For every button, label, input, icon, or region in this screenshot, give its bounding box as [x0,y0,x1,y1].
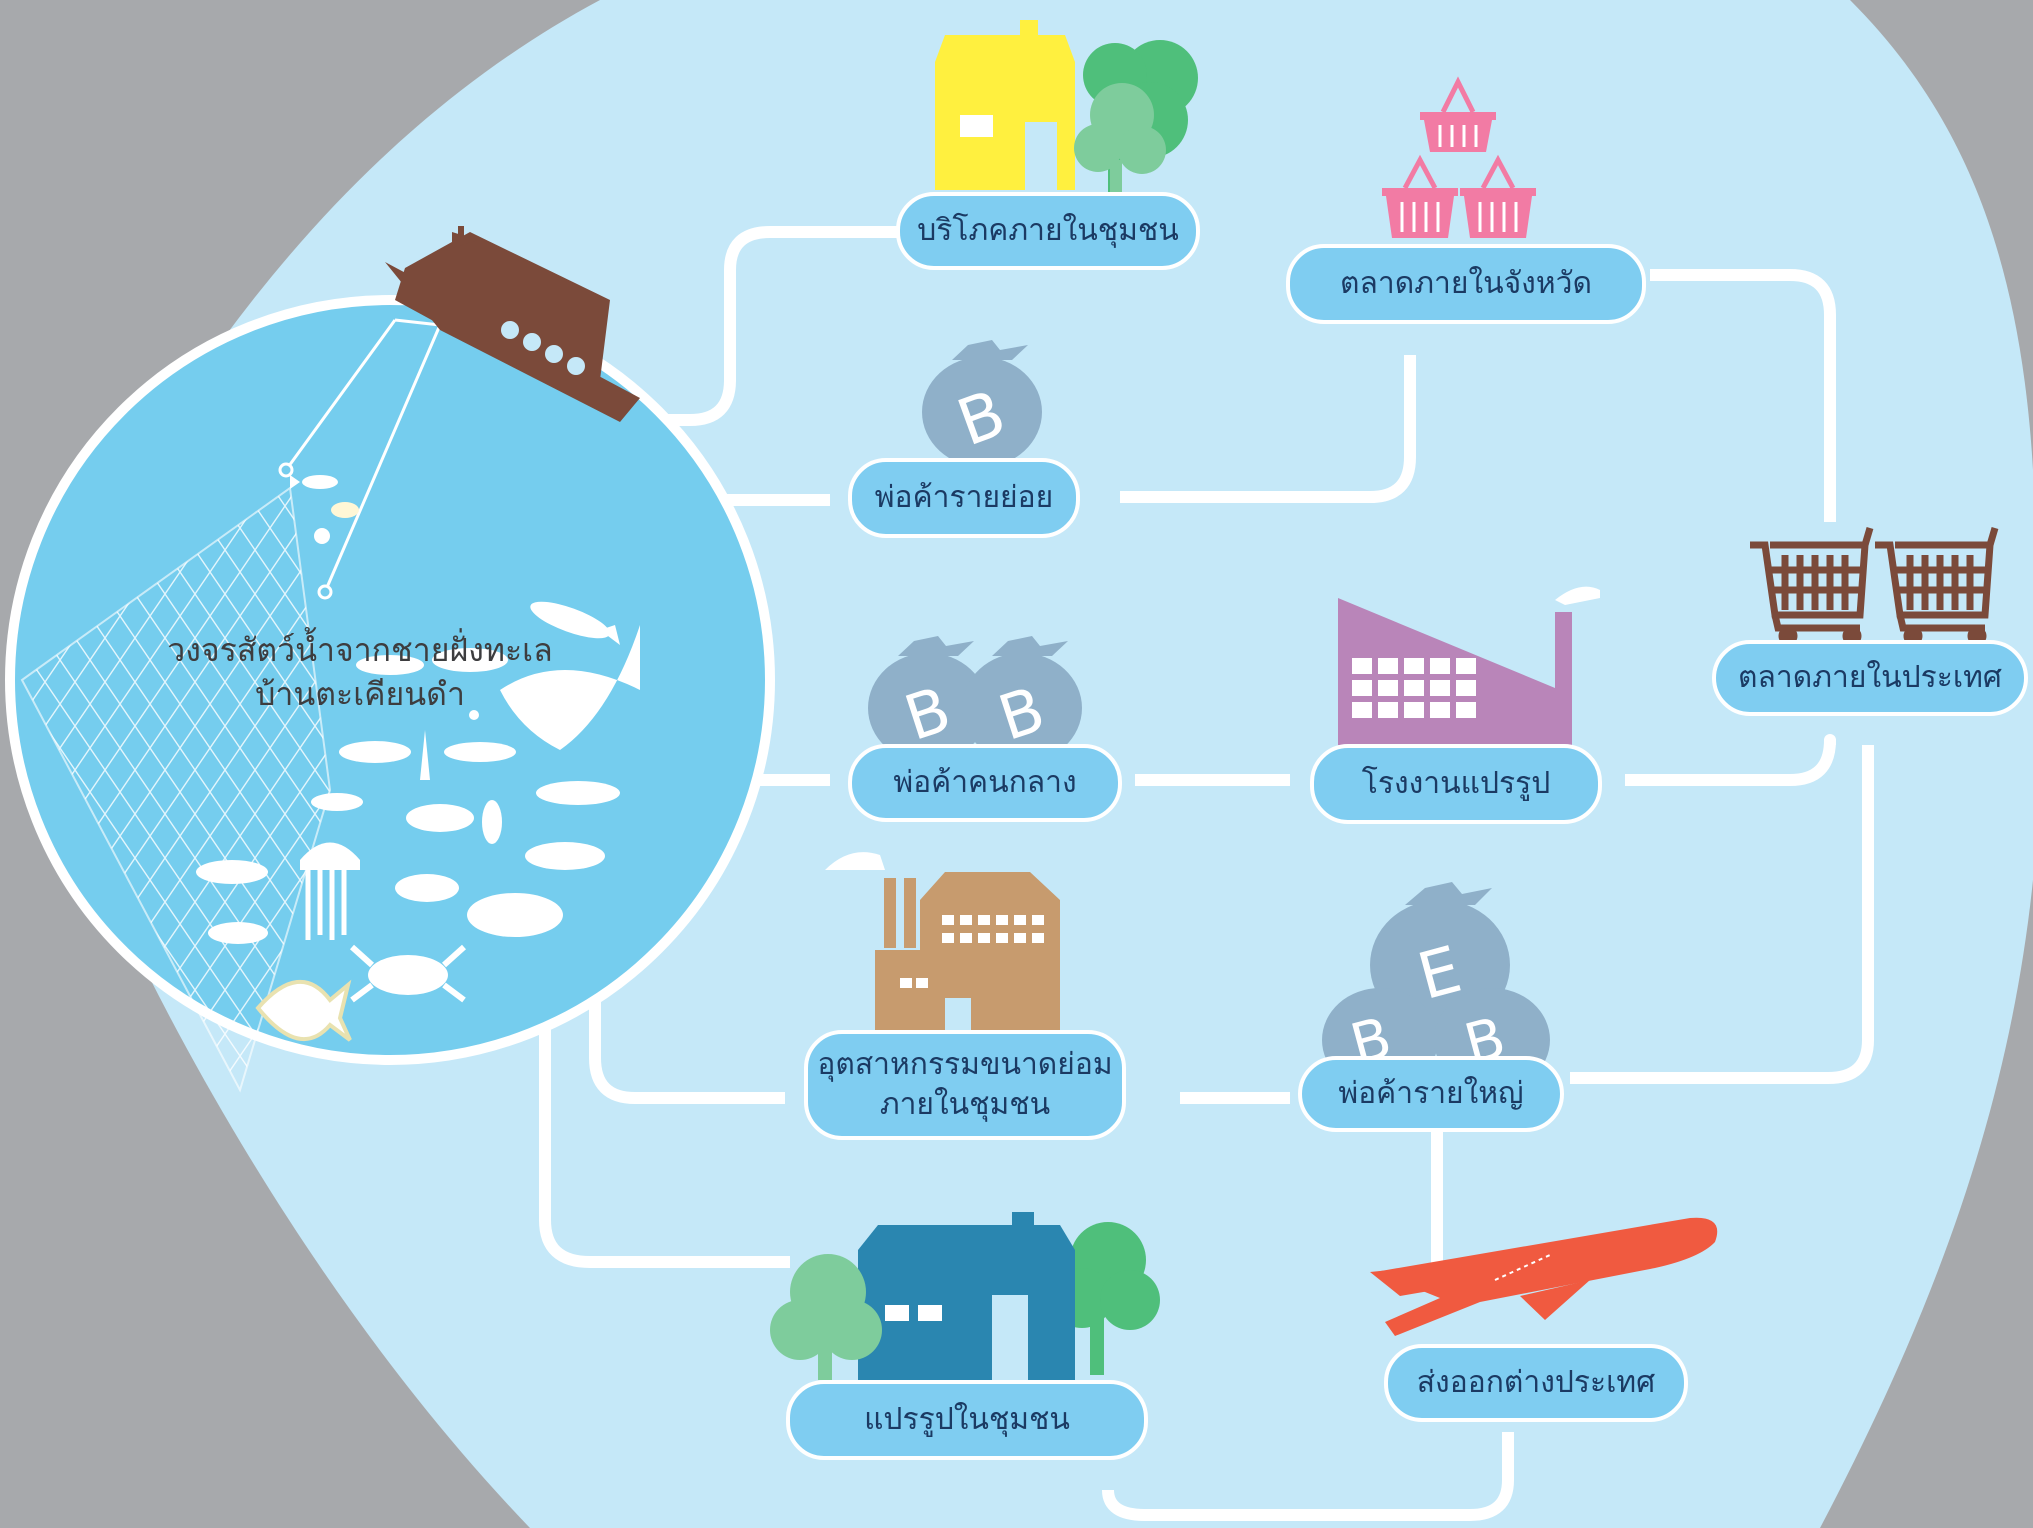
node-consume-community: บริโภคภายในชุมชน [896,192,1200,270]
node-label-line-2: ภายในชุมชน [879,1087,1051,1122]
node-label: โรงงานแปรรูป [1361,766,1551,801]
node-label: พ่อค้ารายย่อย [874,480,1054,515]
money-bag-icon: B [922,340,1042,467]
node-community-processing: แปรรูปในชุมชน [786,1380,1148,1460]
node-small-industry: อุตสาหกรรมขนาดย่อม ภายในชุมชน [804,1030,1126,1140]
title-line-1: วงจรสัตว์น้ำจากชายฝั่งทะเล [167,631,553,669]
node-wholesale-trader: พ่อค้ารายใหญ่ [1298,1056,1564,1132]
basket-icon [1382,76,1536,238]
processing-house-icon [770,1212,1160,1380]
money-bags-icon: B B [868,636,1082,763]
node-label-line-1: อุตสาหกรรมขนาดย่อม [817,1047,1113,1082]
node-label: พ่อค้าคนกลาง [893,765,1077,800]
node-label: ส่งออกต่างประเทศ [1416,1365,1656,1400]
node-label: บริโภคภายในชุมชน [917,213,1179,248]
diagram-title: วงจรสัตว์น้ำจากชายฝั่งทะเล บ้านตะเคียนดำ [120,628,600,716]
node-provincial-market: ตลาดภายในจังหวัด [1286,244,1646,324]
node-label: พ่อค้ารายใหญ่ [1338,1076,1524,1111]
node-export: ส่งออกต่างประเทศ [1384,1344,1688,1422]
node-processing-factory: โรงงานแปรรูป [1310,744,1602,824]
node-label: แปรรูปในชุมชน [864,1402,1070,1437]
small-industry-icon [825,852,1060,1030]
factory-icon [1338,586,1600,745]
boat-icon [385,226,640,422]
shopping-cart-icon [1750,527,1999,646]
community-house-icon [935,20,1198,195]
airplane-icon [1370,1217,1718,1336]
node-retail-trader: พ่อค้ารายย่อย [848,458,1080,538]
node-label: ตลาดภายในจังหวัด [1340,266,1592,301]
node-middleman: พ่อค้าคนกลาง [848,744,1122,822]
node-domestic-market: ตลาดภายในประเทศ [1712,640,2028,716]
title-line-2: บ้านตะเคียนดำ [255,675,465,713]
node-label: ตลาดภายในประเทศ [1738,660,2002,695]
sea-creatures [196,475,640,1042]
